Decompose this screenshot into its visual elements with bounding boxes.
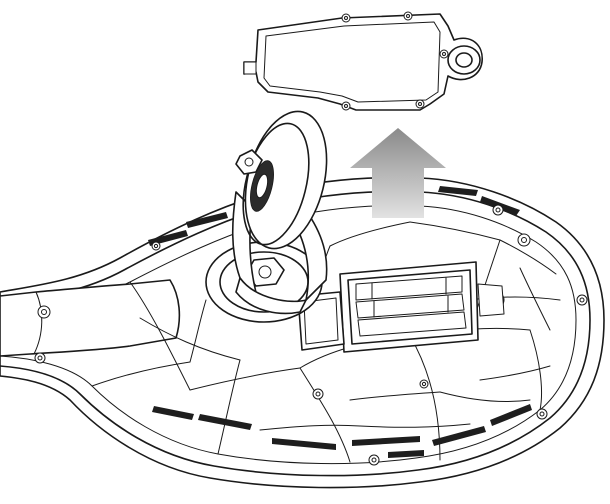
caster-wheel bbox=[205, 110, 328, 323]
battery-compartment bbox=[297, 261, 505, 353]
remove-direction-arrow bbox=[350, 128, 446, 218]
battery-cover bbox=[243, 11, 483, 111]
